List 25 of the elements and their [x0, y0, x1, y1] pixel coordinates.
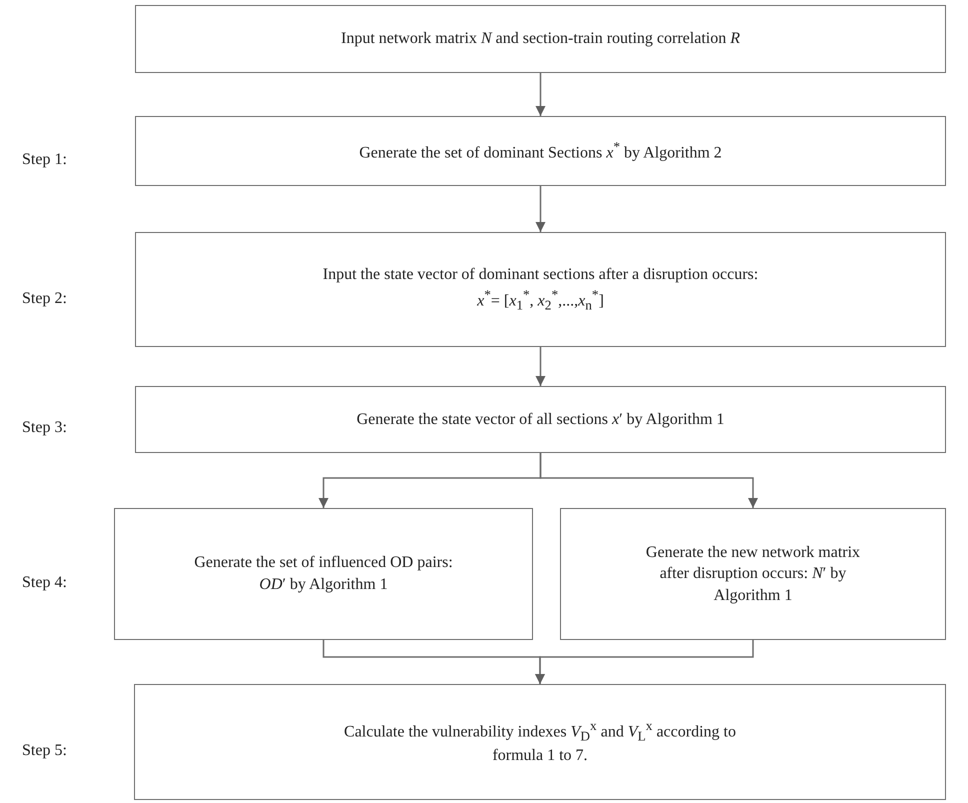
arrow: [536, 73, 546, 116]
process-box: [135, 232, 946, 347]
step-text: Calculate the vulnerability indexes V$_{D}$$^{x}$ and V$_{L}$$^{x}$ according to formula 1 to 7.: [343, 716, 737, 766]
process-box: [134, 684, 946, 800]
arrow: [536, 347, 546, 386]
step-text: Input the state vector of dominant sections after a disruption occurs:: [322, 265, 758, 286]
process-box: [135, 116, 946, 186]
arrow: [535, 640, 754, 684]
arrow: [536, 186, 546, 232]
process-box: [135, 5, 946, 73]
step-label: Step 5:: [22, 742, 67, 760]
step-text: Generate the new network matrix after disruption occurs: N′ by Algorithm 1: [644, 542, 862, 606]
step-label: Step 4:: [22, 574, 67, 592]
step-text: Input network matrix N and section-train routing correlation R: [340, 29, 740, 50]
process-box: [135, 386, 946, 453]
step-text: x$^{*}$= [x$_{1}$$^{*}$, x$_{2}$$^{*}$,...,x$_{n}$$^{*}$]: [477, 286, 604, 315]
step-label: Step 2:: [22, 290, 67, 308]
process-box: [560, 508, 946, 640]
step-label: Step 1:: [22, 151, 67, 169]
arrow: [540, 453, 758, 508]
process-box: [114, 508, 533, 640]
step-text: Generate the set of dominant Sections x$^{*}$ by Algorithm 2: [359, 138, 722, 164]
step-text: Generate the state vector of all sections x′ by Algorithm 1: [356, 410, 724, 430]
step-text: Generate the set of influenced OD pairs: OD′ by Algorithm 1: [193, 553, 454, 595]
step-label: Step 3:: [22, 419, 67, 437]
